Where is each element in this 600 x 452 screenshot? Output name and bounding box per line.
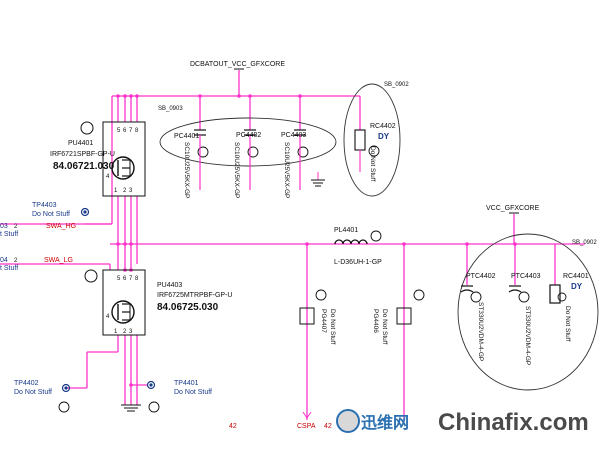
tp4402-ref: TP4402: [14, 380, 39, 387]
watermark-cn: 迅维网: [361, 413, 409, 432]
pu4403-pin-6: 6: [123, 276, 127, 282]
pu4401-pin-6: 6: [123, 128, 127, 134]
net-label-cspa: CSPA: [297, 423, 316, 430]
rc4401-ref: RC4401: [563, 273, 589, 280]
pu4403-mosfet: 5 6 7 8 1 2 3 4: [84, 269, 146, 336]
pu4401-part: IRF6721SPBF-GP-U: [50, 151, 115, 158]
ptc4402-value: ST330U2VDM-4-GP: [477, 302, 484, 361]
rc4402-resistor: [354, 129, 380, 172]
pg4407-value: Do Not Stuff: [329, 309, 336, 344]
tp4401-value: Do Not Stuff: [174, 389, 212, 396]
rc4401-note: DY: [571, 282, 583, 291]
sb-0902-top-outline: [343, 83, 401, 197]
pu4401-pin-7: 7: [129, 128, 133, 134]
pl4401-value: L-D36UH-1-GP: [334, 259, 382, 266]
pu4401-mosfet: 5 6 7 8 1 2 3 4: [80, 121, 146, 197]
tp4403-testpoint: [80, 207, 90, 217]
pu4401-pin-4: 4: [106, 174, 110, 180]
tp4401-ref: TP4401: [174, 380, 199, 387]
pu4403-pin-4: 4: [106, 314, 110, 320]
pu4401-pin-8: 8: [135, 128, 139, 134]
pg4407-ref: PG4407: [320, 309, 327, 333]
left-pin-2-a: 2: [14, 224, 18, 230]
tp4403-ref: TP4403: [32, 202, 57, 209]
watermark-en: Chinafix.com: [438, 409, 589, 436]
pc4402-ref: PC4402: [236, 132, 261, 139]
watermark: 迅维网 Chinafix.com: [336, 409, 589, 436]
pu4403-pin-2: 2: [123, 329, 127, 335]
ptc4403-value: ST330U2VDM-4-GP: [524, 306, 531, 365]
pc4403-ref: PC4403: [281, 132, 306, 139]
tp4402-value: Do Not Stuff: [14, 389, 52, 396]
pu4401-pin-3: 3: [129, 188, 133, 194]
testpoint-markers: [58, 401, 160, 413]
pu4403-pin-7: 7: [129, 276, 133, 282]
pc4401-ref: PC4401: [174, 133, 199, 140]
pu4403-pin-8: 8: [135, 276, 139, 282]
pu4401-pin-2: 2: [123, 188, 127, 194]
tp4401-testpoint: [146, 380, 156, 390]
pu4403-pin-5: 5: [117, 276, 121, 282]
pc4403-value: SC10U25V5KX-GP: [283, 142, 290, 198]
net-label-dcbatout: DCBATOUT_VCC_GFXCORE: [190, 61, 285, 68]
pu4401-code: 84.06721.030: [53, 161, 115, 172]
pu4403-pin-1: 1: [114, 329, 118, 335]
label-42-left: 42: [229, 423, 237, 430]
group-label-sb-0903: SB_0903: [158, 106, 183, 112]
net-label-swa-lg: SWA_LG: [44, 257, 73, 264]
left-stuff-b: t Stuff: [0, 265, 18, 272]
pg4406-ref: PG4406: [372, 309, 379, 333]
input-capacitors: [194, 129, 309, 190]
wires: [0, 70, 585, 420]
ground-symbol-fet: [121, 404, 141, 412]
net-label-vcc-gfxcore: VCC_GFXCORE: [486, 205, 540, 212]
left-net-04: 04: [0, 257, 8, 264]
left-net-03: 03: [0, 223, 8, 230]
rc4402-note: DY: [378, 132, 390, 141]
pu4401-pin-1: 1: [114, 188, 118, 194]
output-capacitors: [460, 284, 567, 304]
pg4407-gap: [299, 289, 327, 325]
left-stuff-a: t Stuff: [0, 231, 18, 238]
pu4401-ref: PU4401: [68, 140, 93, 147]
ptc4402-ref: PTC4402: [466, 273, 496, 280]
pu4403-ref: PU4403: [157, 282, 182, 289]
pu4401-pin-5: 5: [117, 128, 121, 134]
sb-0902-right-outline: [457, 233, 599, 391]
ground-symbol-caps: [311, 172, 325, 187]
rc4401-value: Do Not Stuff: [564, 306, 571, 341]
pl4401-inductor: [334, 230, 382, 245]
sb-0903-outline: [159, 117, 337, 167]
pu4403-pin-3: 3: [129, 329, 133, 335]
pg4406-gap: [396, 289, 425, 325]
group-label-sb-0902-right: SB_0902: [572, 240, 597, 246]
rc4402-value: Do Not Stuff: [369, 146, 376, 181]
pg4406-value: Do Not Stuff: [381, 309, 388, 344]
pl4401-ref: PL4401: [334, 227, 358, 234]
left-pin-2-b: 2: [14, 258, 18, 264]
label-42-right: 42: [324, 423, 332, 430]
watermark-logo-icon: [336, 409, 360, 433]
net-label-swa-hg: SWA_HG: [46, 223, 76, 230]
tp4402-testpoint: [61, 383, 71, 393]
group-label-sb-0902-top: SB_0902: [384, 82, 409, 88]
junction-dots: [116, 94, 517, 387]
ptc4403-ref: PTC4403: [511, 273, 541, 280]
rc4402-ref: RC4402: [370, 123, 396, 130]
pu4403-part: IRF6725MTRPBF-GP-U: [157, 292, 232, 299]
tp4403-value: Do Not Stuff: [32, 211, 70, 218]
pc4402-value: SC10U25V5KX-GP: [233, 142, 240, 198]
pc4401-value: SC10U25V5KX-GP: [183, 142, 190, 198]
pu4403-code: 84.06725.030: [157, 302, 219, 313]
